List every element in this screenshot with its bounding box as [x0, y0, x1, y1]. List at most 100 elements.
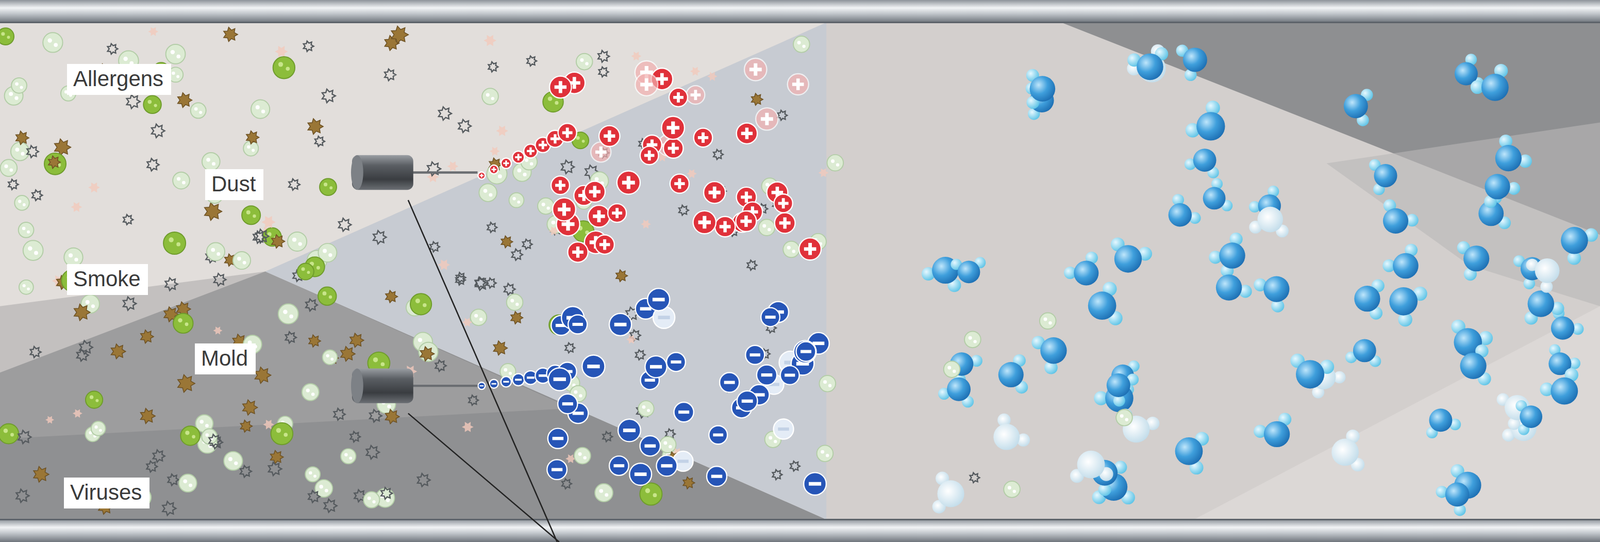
minus-sign — [634, 472, 647, 476]
pollen-dot — [246, 210, 251, 215]
spore-dot — [200, 419, 204, 424]
smoke-particle — [8, 179, 19, 190]
spore-dot — [517, 200, 521, 204]
spore-dot — [34, 251, 39, 256]
positive-ion — [736, 122, 758, 144]
smoke-particle — [322, 89, 336, 103]
dust-particle — [204, 202, 223, 221]
smoke-particle — [526, 56, 537, 66]
water-molecule — [1445, 481, 1470, 507]
plus-sign — [740, 191, 752, 203]
water-molecule — [1551, 316, 1575, 340]
negative-ion — [546, 459, 568, 480]
smoke-particle — [305, 298, 318, 311]
spore-particle — [817, 444, 834, 462]
minus-sign — [644, 378, 656, 382]
minus-sign — [613, 463, 625, 468]
spore-dot — [797, 40, 802, 45]
negative-ion — [719, 372, 740, 393]
pollen-dot — [653, 492, 658, 497]
spore-dot — [1007, 485, 1012, 490]
pollen-dot — [415, 298, 421, 304]
spore-dot — [326, 354, 330, 358]
plus-sign — [538, 140, 547, 149]
positive-ion — [512, 151, 525, 163]
smoke-particle — [31, 189, 43, 201]
pollen-dot — [380, 361, 386, 366]
positive-ion — [489, 164, 499, 174]
plus-sign — [804, 242, 817, 256]
spore-particle — [509, 192, 525, 208]
plus-sign — [592, 210, 605, 223]
minus-sign — [587, 364, 600, 369]
dust-particle — [385, 409, 399, 424]
water-molecule — [993, 423, 1020, 450]
spore-particle — [10, 142, 30, 161]
negative-ion — [640, 435, 661, 456]
spore-particle — [819, 375, 836, 392]
plus-sign — [589, 186, 601, 198]
negative-ion — [618, 419, 641, 442]
positive-ion — [686, 85, 705, 105]
duct-ground — [0, 22, 1600, 520]
spore-particle — [91, 421, 106, 436]
plus-sign — [668, 142, 679, 154]
spore-dot — [523, 172, 527, 177]
smoke-particle — [438, 106, 452, 121]
pollen-dot — [554, 101, 559, 105]
spore-dot — [21, 152, 25, 156]
spore-dot — [573, 390, 578, 394]
negative-ion — [477, 381, 486, 390]
spore-particle — [638, 400, 654, 416]
spore-particle — [251, 100, 270, 119]
emitter-needle — [412, 384, 478, 387]
smoke-particle — [598, 67, 609, 77]
negative-ion — [656, 455, 677, 476]
shade-center — [265, 22, 827, 520]
negative-ion — [548, 367, 572, 391]
smoke-particle — [324, 498, 338, 513]
dust-particle — [391, 25, 409, 44]
negative-ion — [773, 419, 794, 440]
pollen-dot — [185, 430, 190, 435]
water-molecule — [1392, 253, 1419, 279]
plus-sign — [554, 80, 567, 93]
spore-dot — [663, 441, 668, 445]
smoke-particle — [373, 230, 387, 244]
spore-particle — [506, 293, 524, 311]
smoke-particle — [366, 445, 380, 459]
spore-particle — [964, 331, 981, 348]
spore-dot — [198, 110, 203, 114]
minus-sign — [562, 402, 574, 406]
water-molecule — [1481, 73, 1509, 102]
spore-particle — [302, 383, 320, 401]
smoke-particle — [678, 205, 689, 215]
negative-ion — [745, 345, 765, 365]
spore-dot — [387, 404, 391, 409]
water-molecule — [946, 377, 971, 402]
minus-sign — [526, 376, 535, 379]
smoke-particle — [213, 273, 227, 286]
emitter-cap — [351, 155, 364, 190]
spore-dot — [176, 54, 181, 59]
pollen-dot — [576, 136, 580, 140]
smoke-particle — [350, 431, 361, 442]
spore-dot — [344, 453, 348, 457]
water-molecule — [1495, 144, 1522, 172]
water-molecule — [1073, 260, 1099, 286]
virus-particle — [690, 67, 701, 76]
spore-dot — [820, 450, 825, 454]
spore-dot — [22, 203, 26, 207]
positive-ion — [669, 88, 688, 107]
positive-ion — [774, 212, 796, 233]
water-molecule — [1263, 421, 1290, 447]
plus-sign — [599, 239, 611, 250]
smoke-particle — [123, 214, 133, 225]
water-molecule — [1382, 208, 1409, 234]
positive-ion — [635, 73, 658, 96]
dust-particle — [177, 374, 195, 393]
smoke-particle — [597, 50, 610, 63]
label-box: Smoke — [67, 263, 148, 295]
minus-sign — [650, 364, 662, 369]
virus-particle — [70, 202, 82, 212]
